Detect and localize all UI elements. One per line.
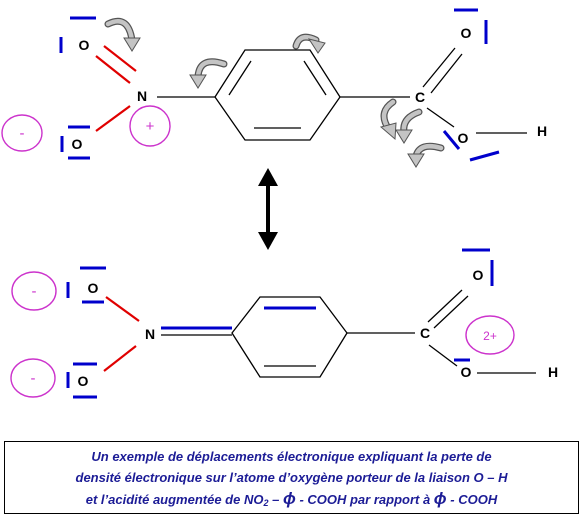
atom-bottom-c: C [420, 325, 430, 341]
lone-pair-top-hydroxyl-bottom [469, 150, 500, 162]
bond-top-c-o-double-2 [430, 53, 463, 94]
charge-ring-bottom-upper-o-minus [11, 271, 57, 311]
bond-bottom-n-o-lower [103, 345, 137, 372]
curved-arrow-nitro [104, 17, 141, 52]
charge-bottom-upper-o-minus: - [32, 283, 37, 300]
charge-top-o-minus: - [20, 125, 25, 142]
atom-bottom-o-lower-left: O [78, 373, 89, 389]
caption-line-3-subscript: 2 [263, 498, 269, 508]
bond-bottom-c-o-double-2 [433, 295, 469, 329]
caption-line-3-part2: – [268, 492, 283, 507]
curved-arrow-ring-to-c [379, 98, 397, 141]
bond-bottom-c-o-double-1 [427, 289, 463, 323]
resonance-diagram: O N + - O C [1, 8, 558, 399]
resonance-arrow [258, 168, 278, 250]
atom-top-c: C [415, 89, 425, 105]
curved-arrow-ring-right [292, 33, 326, 54]
caption-line-3-part3: - COOH par rapport à [295, 492, 434, 507]
caption-line-3-part1: et l’acidité augmentée de NO [85, 492, 264, 507]
charge-ring-top-n-plus [129, 105, 171, 147]
bond-top-n-o-double-1 [95, 55, 131, 84]
curved-arrow-hydroxyl [407, 142, 445, 168]
atom-top-o-carbonyl: O [461, 25, 472, 41]
charge-ring-bottom-c-2plus [465, 315, 515, 355]
caption-line-3-part4: - COOH [446, 492, 498, 507]
bond-bottom-n-o-upper [105, 296, 140, 322]
atom-bottom-o-carbonyl: O [473, 267, 484, 283]
top-structure: O N + - O C [1, 8, 547, 168]
atom-bottom-o-hydroxyl: O [461, 364, 472, 380]
atom-top-h: H [537, 123, 547, 139]
caption-line-2: densité électronique sur l’atome d’oxygè… [75, 470, 508, 485]
ring-top-inner-upper-left [228, 60, 252, 96]
caption-box: Un exemple de déplacements électronique … [4, 441, 579, 514]
caption-line-3: et l’acidité augmentée de NO2 – ϕ - COOH… [5, 488, 578, 509]
atom-top-o-lower-left: O [72, 136, 83, 152]
caption-phi-symbol-2: ϕ [433, 489, 447, 508]
charge-bottom-lower-o-minus: - [31, 370, 36, 387]
atom-top-o-upper-left: O [79, 37, 90, 53]
atom-top-o-hydroxyl: O [458, 130, 469, 146]
bond-top-n-o-double-2 [103, 45, 137, 72]
curved-arrow-carbonyl [395, 108, 423, 144]
bond-top-c-o-double-1 [422, 47, 456, 88]
charge-bottom-c-2plus: 2+ [483, 329, 497, 343]
caption-line-1: Un exemple de déplacements électronique … [91, 449, 492, 464]
charge-ring-bottom-lower-o-minus [10, 358, 56, 398]
lone-pair-top-hydroxyl-left [442, 130, 461, 150]
bond-top-n-o-single [95, 105, 131, 132]
bond-top-c-o-single [426, 107, 455, 128]
benzene-ring-top [214, 49, 341, 141]
bottom-structure: - O N - O C [10, 248, 558, 399]
bond-bottom-c-o-single [428, 344, 458, 367]
ring-top-inner-upper-right [303, 60, 327, 96]
atom-bottom-o-upper-left: O [88, 280, 99, 296]
charge-ring-top-o-minus [1, 114, 43, 152]
atom-bottom-n: N [145, 326, 155, 342]
atom-top-n: N [137, 88, 147, 104]
curved-arrow-ring-left [189, 58, 228, 89]
atom-bottom-h: H [548, 364, 558, 380]
caption-phi-symbol-1: ϕ [282, 489, 296, 508]
charge-top-n-plus: + [146, 118, 155, 135]
